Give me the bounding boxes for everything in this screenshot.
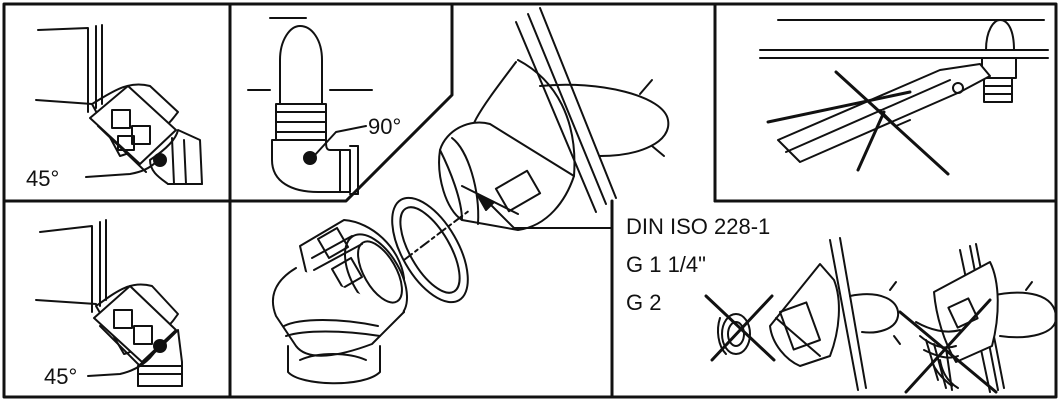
thread-spec-leader [477, 195, 613, 229]
angle-label-45-bottom: 45° [44, 364, 77, 389]
elbow-45-exploded-illustration [271, 209, 471, 385]
elbow-90-illustration [247, 17, 373, 195]
wall-connection-illustration [438, 7, 670, 231]
gasket-ring-illustration [391, 196, 469, 304]
elbow-45-top-illustration [35, 24, 203, 185]
angle-label-90: 90° [368, 114, 401, 139]
no-hemp-illustration [898, 243, 1057, 394]
elbow-45-bottom-illustration [35, 219, 183, 387]
thread-size-label-2: G 2 [626, 290, 661, 315]
thread-size-label-1: G 1 1/4" [626, 252, 706, 277]
no-pipe-wrench-illustration [759, 19, 1049, 176]
angle-label-45-top: 45° [26, 166, 59, 191]
no-sealing-tape-illustration [704, 237, 901, 391]
standard-label: DIN ISO 228-1 [626, 214, 770, 239]
